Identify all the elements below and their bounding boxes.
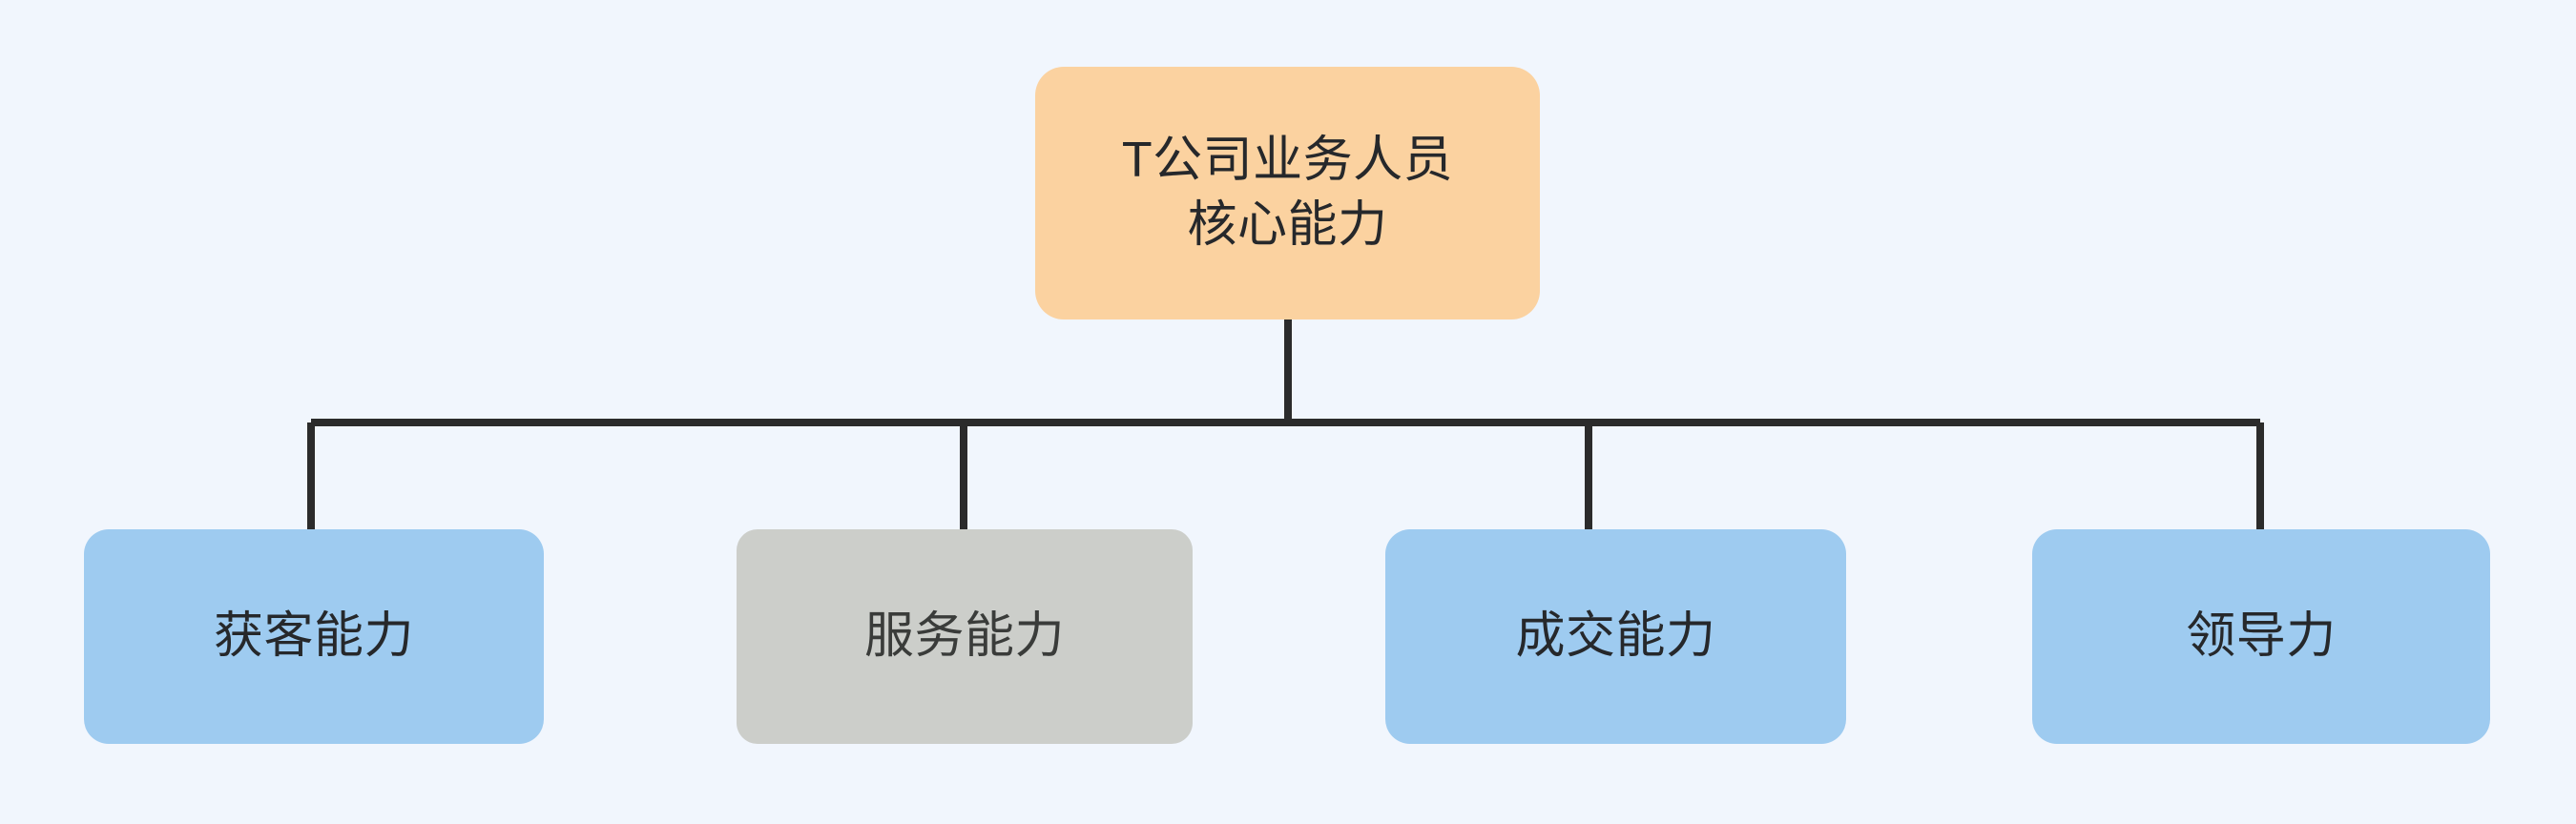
node-child-label: 成交能力 [1515,608,1716,664]
node-child-label: 获客能力 [213,608,414,664]
node-root-label: T公司业务人员 核心能力 [1121,132,1454,253]
node-child-label: 服务能力 [863,608,1065,664]
node-root[interactable]: T公司业务人员 核心能力 [1035,67,1540,319]
node-child-成交能力[interactable]: 成交能力 [1385,529,1846,744]
node-child-label: 领导力 [2186,608,2337,664]
node-child-获客能力[interactable]: 获客能力 [84,529,544,744]
node-child-服务能力[interactable]: 服务能力 [737,529,1193,744]
node-child-领导力[interactable]: 领导力 [2032,529,2490,744]
connector-paths [307,319,2264,529]
